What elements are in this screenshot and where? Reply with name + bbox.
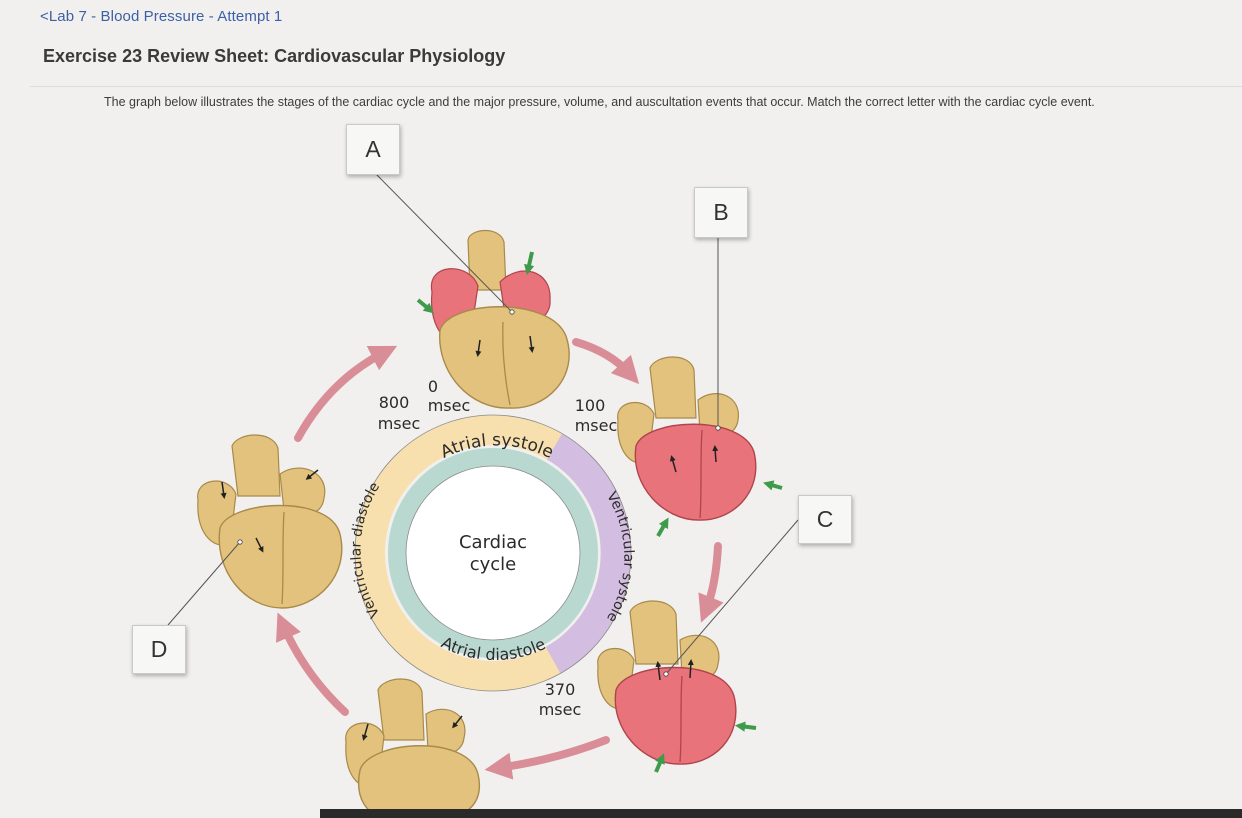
letter-box-d[interactable]: D [132, 625, 186, 674]
leader-lines [167, 173, 799, 675]
center-label-line2: cycle [470, 554, 517, 575]
flow-arrow-to-bottom [484, 736, 610, 780]
divider [30, 86, 1242, 87]
flow-arrow-to-b [572, 338, 640, 385]
green-arrow-icon [416, 298, 434, 314]
heart-b [617, 356, 757, 521]
center-label-line1: Cardiac [459, 532, 527, 553]
heart-d [197, 434, 343, 609]
leader-line-d [167, 541, 241, 626]
heart-top [430, 229, 570, 409]
leader-line-a [375, 173, 513, 313]
time-100-unit: msec [575, 416, 618, 435]
cycle-ring [354, 414, 632, 692]
green-arrow-icon [654, 753, 665, 773]
green-arrow-icon [763, 480, 783, 491]
flow-arrow-to-c [698, 542, 724, 623]
letter-box-c[interactable]: C [798, 495, 852, 544]
time-0-value: 0 [428, 377, 438, 396]
page-title: Exercise 23 Review Sheet: Cardiovascular… [43, 46, 506, 66]
back-link[interactable]: <Lab 7 - Blood Pressure - Attempt 1 [40, 8, 283, 25]
ring-ventricular-systole [545, 433, 631, 674]
green-arrow-icon [656, 517, 669, 537]
green-arrow-icon [734, 721, 757, 732]
flow-arrows [276, 338, 724, 780]
letter-box-b[interactable]: B [694, 187, 748, 238]
green-arrow-icon [524, 251, 535, 276]
heart-bottom [345, 678, 480, 818]
time-370-unit: msec [539, 700, 582, 719]
heart-c [597, 600, 737, 765]
leader-line-c [665, 519, 799, 675]
time-0-unit: msec [428, 396, 471, 415]
instructions-text: The graph below illustrates the stages o… [104, 95, 1095, 109]
bottom-bar [320, 809, 1242, 818]
time-800-value: 800 [379, 393, 410, 412]
letter-box-a[interactable]: A [346, 124, 400, 175]
flow-arrow-to-d [276, 612, 349, 716]
time-100-value: 100 [575, 396, 606, 415]
time-800-unit: msec [378, 414, 421, 433]
time-370-value: 370 [545, 680, 576, 699]
flow-arrow-to-top [294, 345, 398, 442]
ring-inner [388, 448, 598, 658]
